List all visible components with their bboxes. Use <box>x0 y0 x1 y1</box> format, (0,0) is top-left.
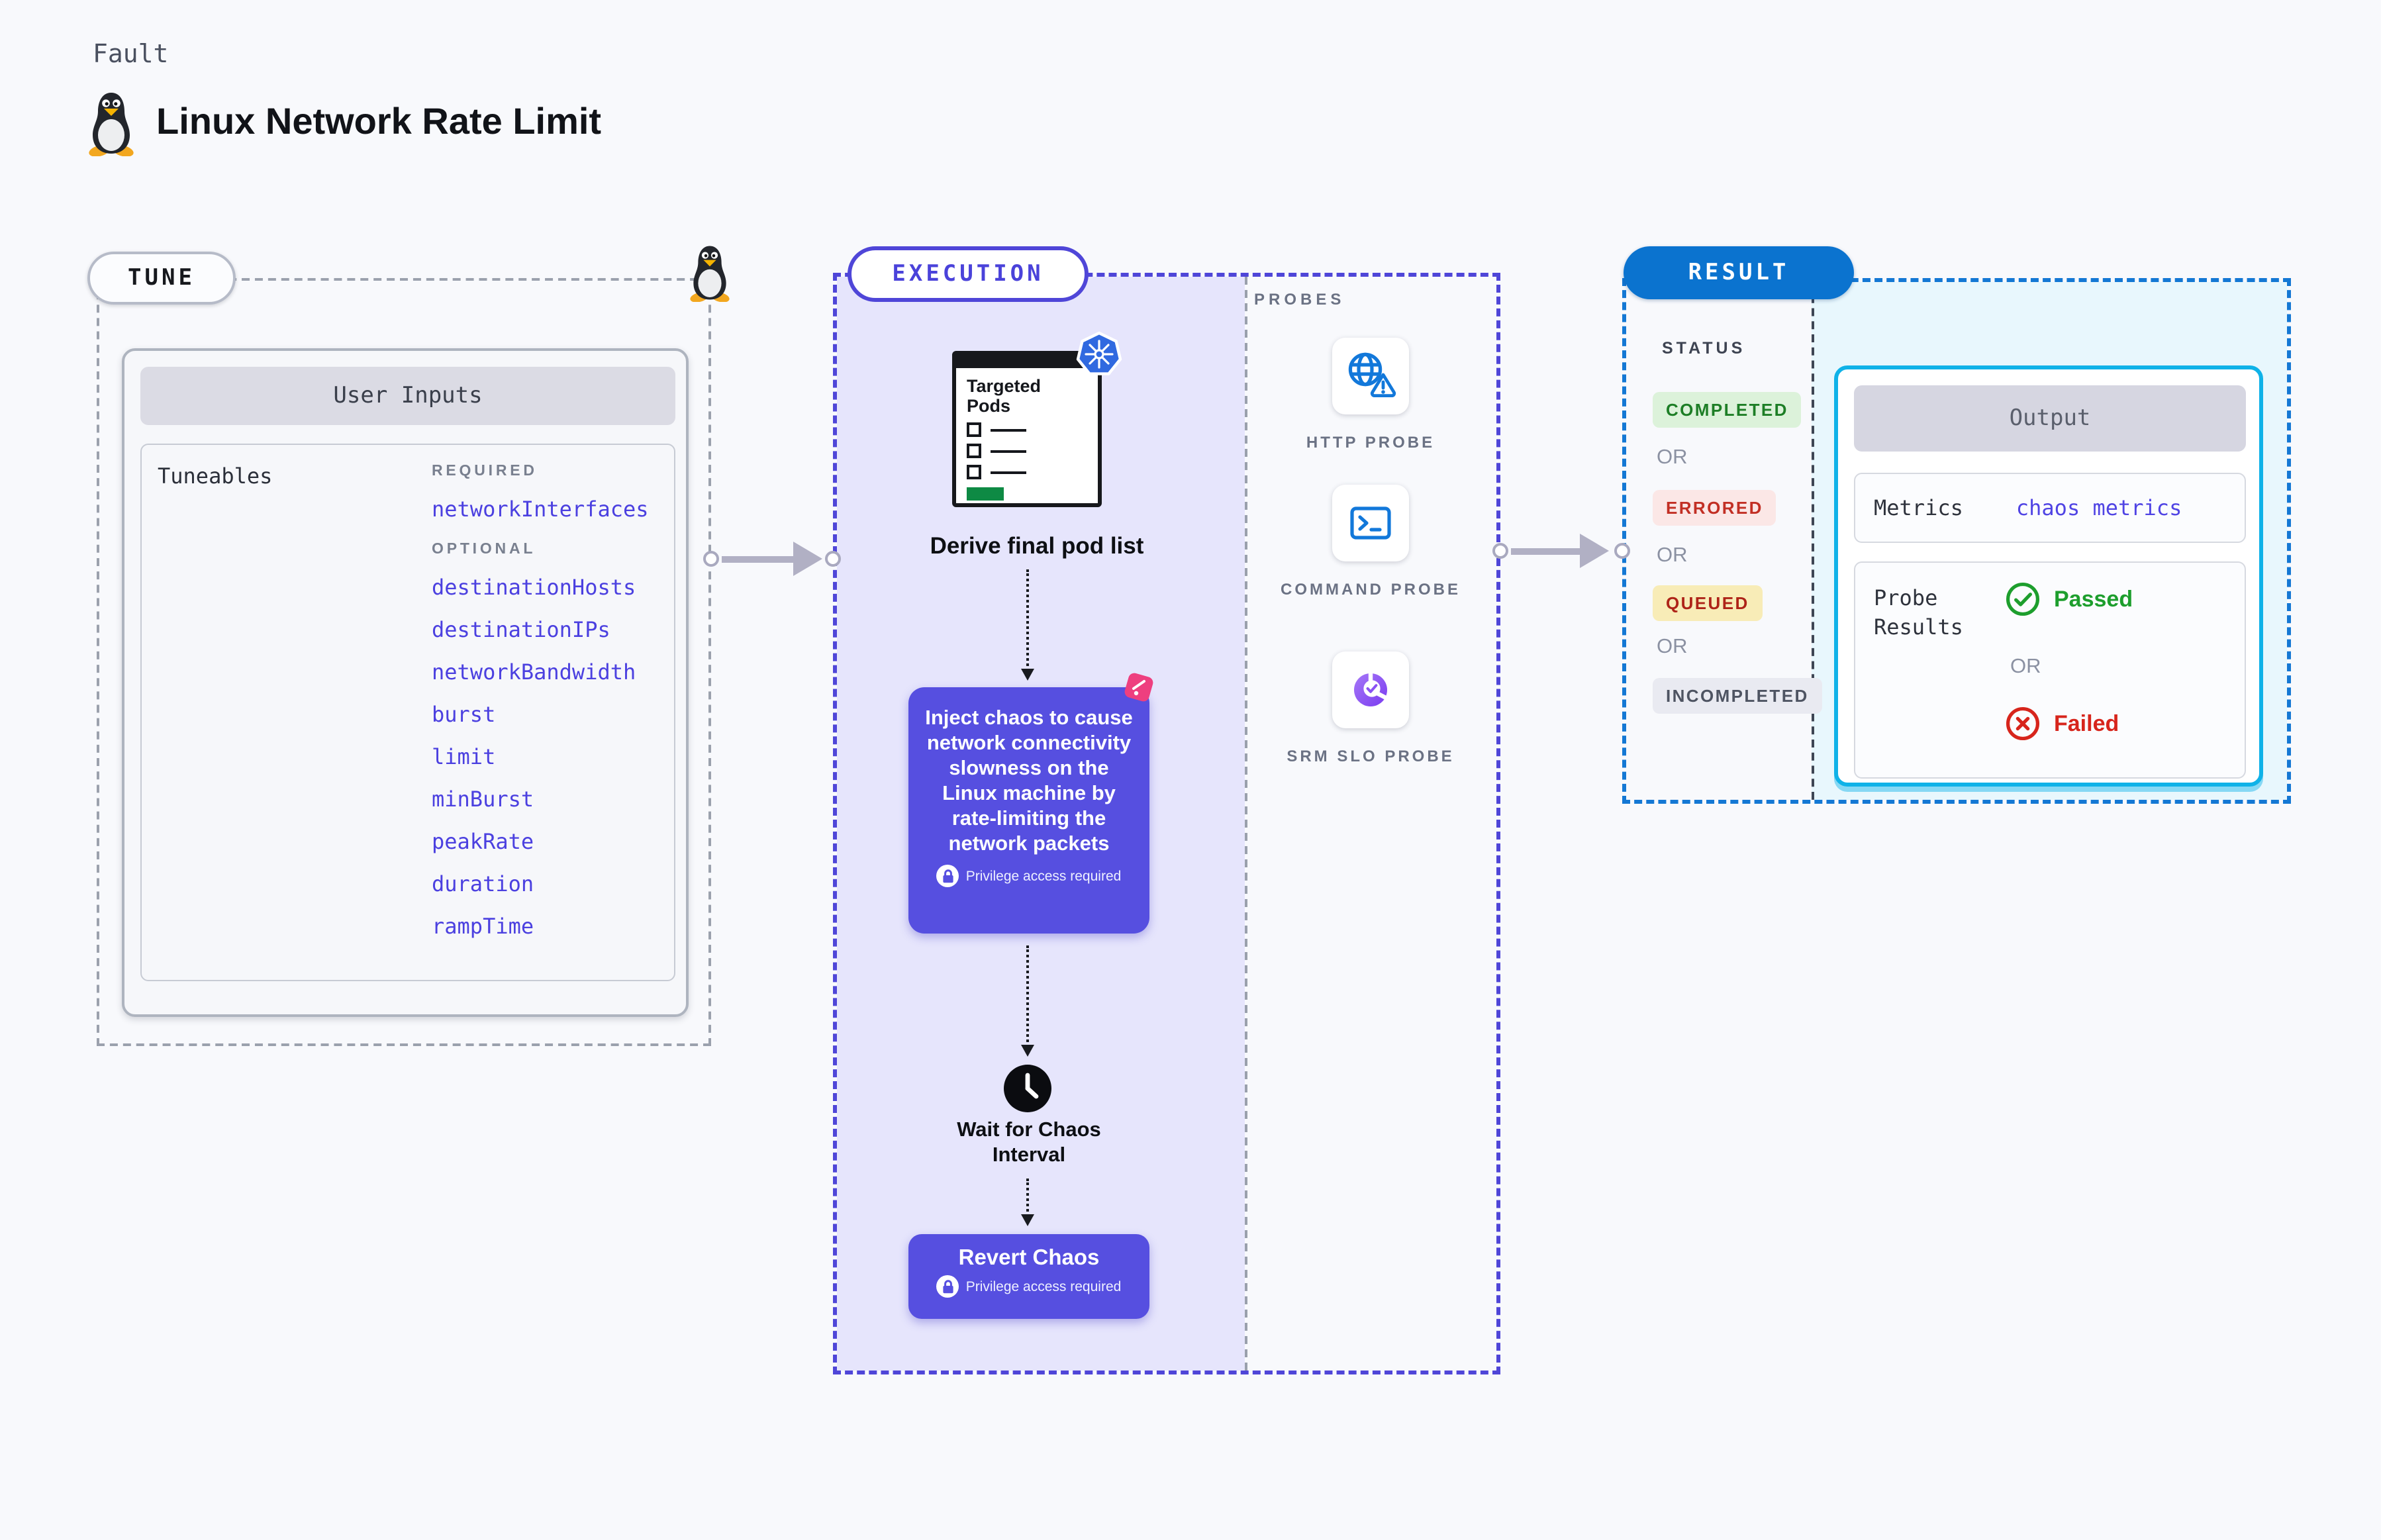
progress-block <box>967 487 1004 501</box>
user-inputs-card: User Inputs Tuneables REQUIRED networkIn… <box>122 348 689 1017</box>
tuneable-link[interactable]: burst <box>432 702 496 727</box>
inject-chaos-text: Inject chaos to cause network connectivi… <box>925 707 1133 855</box>
probe-results-label: Probe Results <box>1874 585 1963 640</box>
result-badge: RESULT <box>1624 246 1854 299</box>
tuneable-link[interactable]: destinationIPs <box>432 617 610 642</box>
probe-results-row: Probe Results Passed OR Failed <box>1854 561 2246 779</box>
tuneable-link[interactable]: networkInterfaces <box>432 497 649 522</box>
tux-penguin-icon <box>690 246 730 302</box>
page-title: Linux Network Rate Limit <box>156 101 602 142</box>
tuneable-link[interactable]: limit <box>432 744 496 769</box>
kubernetes-icon <box>1076 331 1122 375</box>
or-separator: OR <box>1657 544 1688 567</box>
required-label: REQUIRED <box>432 463 538 479</box>
status-label: STATUS <box>1662 339 1746 358</box>
or-separator: OR <box>2010 655 2041 678</box>
tuneable-link[interactable]: peakRate <box>432 829 534 854</box>
optional-label: OPTIONAL <box>432 542 536 557</box>
srm-slo-probe-card <box>1332 651 1409 728</box>
flow-down-arrow <box>1021 569 1034 681</box>
metrics-label: Metrics <box>1874 495 1963 520</box>
status-badge: COMPLETED <box>1653 392 1802 428</box>
targeted-pods-label: Targeted Pods <box>967 376 1042 416</box>
lock-icon <box>936 1275 959 1298</box>
pod-checklist-row <box>967 444 1098 458</box>
tuneables-label: Tuneables <box>158 463 273 489</box>
flow-arrowhead <box>793 542 822 576</box>
or-separator: OR <box>1657 636 1688 658</box>
tuneables-box: Tuneables REQUIRED networkInterfaces OPT… <box>140 444 675 981</box>
http-probe-card <box>1332 338 1409 414</box>
command-probe-label: COMMAND PROBE <box>1281 580 1461 599</box>
pod-checklist-row <box>967 422 1098 437</box>
metrics-row: Metrics chaos metrics <box>1854 473 2246 543</box>
srm-slo-probe-label: SRM SLO PROBE <box>1287 747 1455 765</box>
flow-arrow <box>1511 548 1580 555</box>
tuneables-list: REQUIRED networkInterfaces OPTIONAL dest… <box>432 461 649 956</box>
slo-donut-icon <box>1354 670 1390 706</box>
output-header: Output <box>1854 385 2246 452</box>
derive-pod-list-label: Derive final pod list <box>930 532 1144 559</box>
revert-chaos-label: Revert Chaos <box>958 1246 1100 1270</box>
globe-warning-icon <box>1348 352 1396 397</box>
tux-penguin-icon <box>89 93 134 156</box>
connector-dot <box>703 551 719 567</box>
command-probe-card <box>1332 485 1409 561</box>
connector-dot <box>1614 543 1630 559</box>
flow-down-arrow <box>1021 1179 1034 1226</box>
http-probe-label: HTTP PROBE <box>1306 433 1435 452</box>
clock-icon <box>1004 1065 1051 1112</box>
probe-failed: Failed <box>2005 706 2119 742</box>
status-badge: ERRORED <box>1653 490 1776 526</box>
user-inputs-header: User Inputs <box>140 367 675 425</box>
connector-dot <box>825 551 841 567</box>
flow-arrowhead <box>1580 534 1609 568</box>
tuneable-link[interactable]: rampTime <box>432 914 534 939</box>
probes-divider <box>1245 277 1247 1371</box>
tuneable-link[interactable]: duration <box>432 871 534 896</box>
terminal-icon <box>1350 506 1391 540</box>
tuneable-link[interactable]: destinationHosts <box>432 575 636 600</box>
or-separator: OR <box>1657 446 1688 469</box>
tune-section <box>97 278 711 1046</box>
metrics-value[interactable]: chaos metrics <box>2016 495 2182 520</box>
execution-badge: EXECUTION <box>848 246 1089 302</box>
status-output-divider <box>1812 282 1814 800</box>
x-circle-icon <box>2006 706 2040 741</box>
probes-label: PROBES <box>1254 290 1345 309</box>
check-circle-icon <box>2006 582 2040 616</box>
wait-chaos-label: Wait for Chaos Interval <box>957 1119 1101 1167</box>
fault-kicker: Fault <box>93 40 169 69</box>
clipboard-top-bar <box>956 355 1098 368</box>
status-badge: QUEUED <box>1653 585 1763 621</box>
inject-chaos-step: Inject chaos to cause network connectivi… <box>908 687 1149 934</box>
flow-down-arrow <box>1021 945 1034 1057</box>
flow-arrow <box>722 556 796 563</box>
pod-checklist-row <box>967 465 1098 479</box>
targeted-pods-illustration: Targeted Pods <box>952 351 1102 507</box>
output-card: Output Metrics chaos metrics Probe Resul… <box>1834 365 2263 787</box>
litmus-chaos-icon <box>1124 673 1153 702</box>
lock-icon <box>936 865 959 887</box>
connector-dot <box>1492 543 1508 559</box>
privilege-note: Privilege access required <box>908 1275 1149 1298</box>
tuneable-link[interactable]: minBurst <box>432 787 534 812</box>
status-badge: INCOMPLETED <box>1653 678 1822 714</box>
tune-badge: TUNE <box>87 252 236 305</box>
privilege-note: Privilege access required <box>908 865 1149 887</box>
revert-chaos-step: Revert Chaos Privilege access required <box>908 1234 1149 1319</box>
probe-passed: Passed <box>2005 581 2133 617</box>
tuneable-link[interactable]: networkBandwidth <box>432 659 636 685</box>
